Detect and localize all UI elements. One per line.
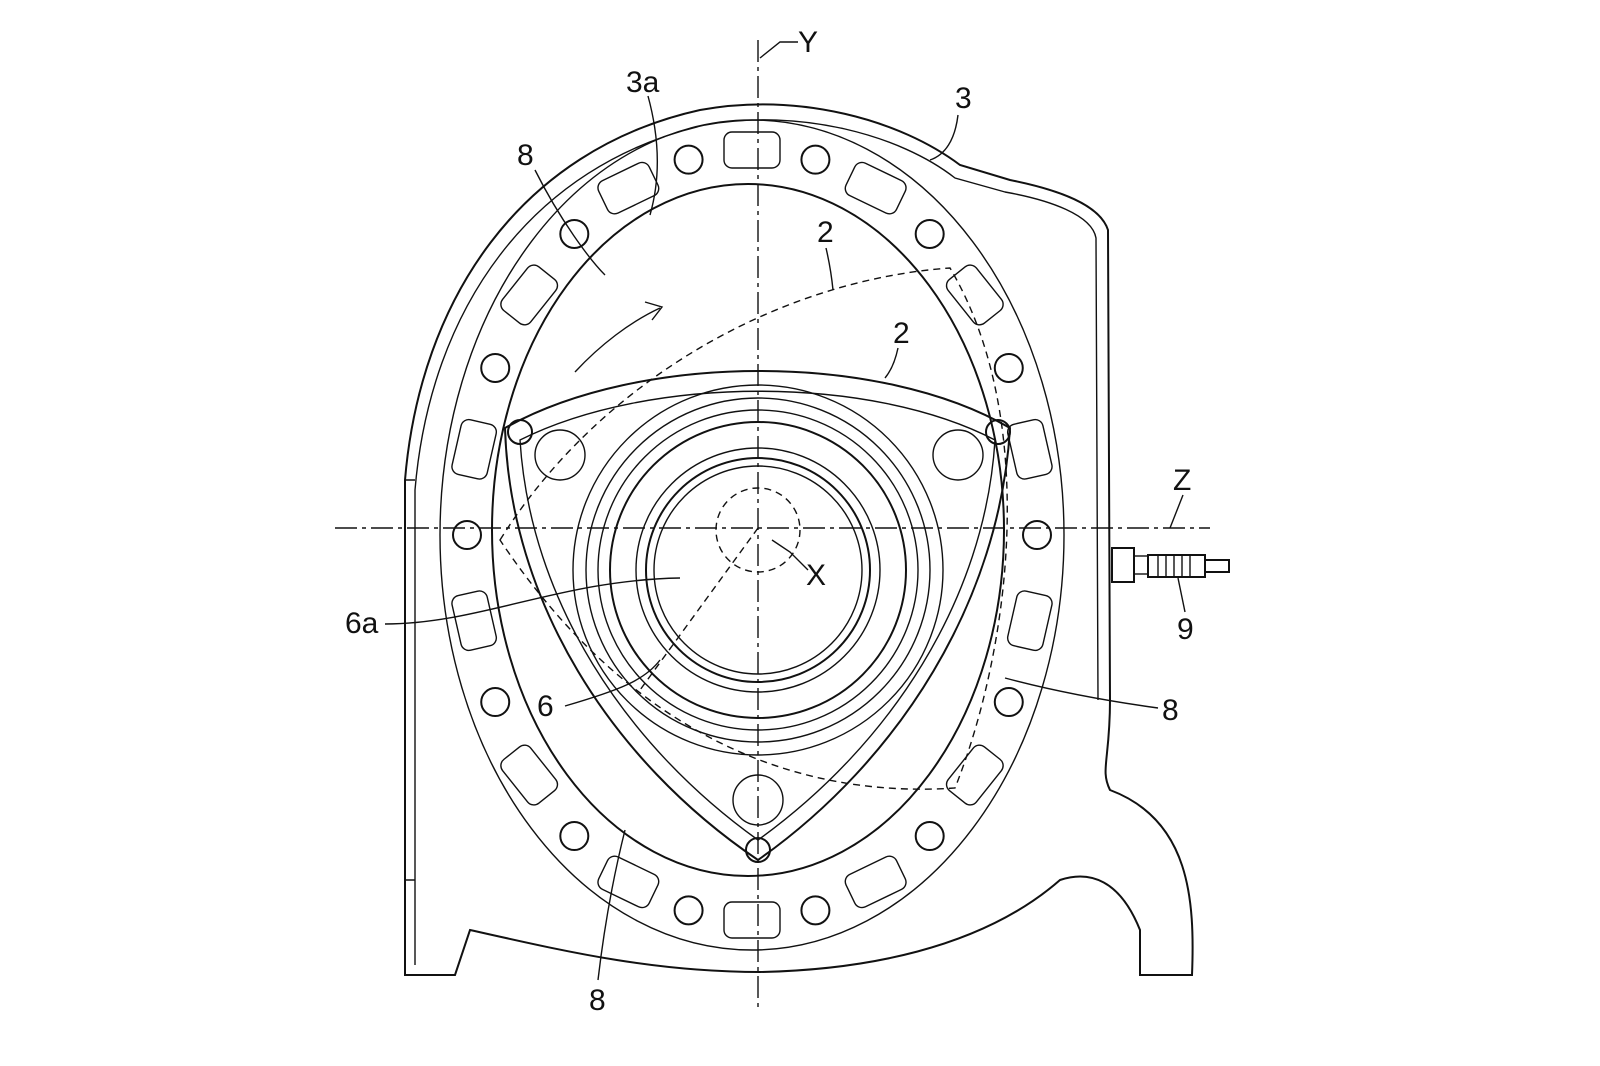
coolant-passage [1006, 418, 1053, 480]
bolt-hole [800, 144, 831, 175]
bolt-hole [452, 520, 482, 550]
rotor-recess [534, 429, 586, 481]
trochoid-surface [491, 183, 1005, 877]
rotation-arrowhead [644, 301, 664, 321]
coolant-passage [844, 855, 907, 909]
bolt-hole [914, 218, 945, 249]
leader-x [771, 539, 809, 571]
rotor-solid [503, 370, 1012, 862]
bolt-hole [1022, 520, 1052, 550]
coolant-passage [597, 161, 660, 215]
apex-seal [507, 419, 533, 445]
label-6a: 6a [345, 607, 379, 640]
coolant-passage [500, 264, 559, 326]
label-6: 6 [537, 690, 554, 723]
label-axis-z: Z [1173, 464, 1191, 497]
leader-2-dashed [825, 247, 834, 291]
bolt-hole [673, 144, 704, 175]
leader-2-solid [884, 347, 899, 379]
leader-8-right [1004, 677, 1159, 709]
bolt-hole [993, 352, 1024, 383]
bolt-hole [480, 687, 511, 718]
label-axis-y: Y [798, 26, 818, 59]
leader-3 [929, 114, 959, 161]
bolt-holes [451, 131, 1053, 939]
leader-8-bottom [597, 829, 626, 981]
axis-x-dashed [639, 527, 759, 691]
label-3: 3 [955, 82, 972, 115]
bolt-hole [559, 821, 590, 852]
label-axis-x: X [806, 559, 826, 592]
leader-6a [384, 577, 681, 625]
water-jacket-ring [439, 119, 1065, 951]
leader-6 [564, 659, 661, 707]
label-8-top: 8 [517, 139, 534, 172]
bolt-hole [673, 895, 704, 926]
coolant-passage [1006, 590, 1053, 652]
leader-9 [1177, 577, 1186, 613]
label-8-right: 8 [1162, 694, 1179, 727]
coolant-passage [723, 131, 781, 169]
label-2-dashed: 2 [817, 216, 834, 249]
coolant-passage [500, 744, 559, 806]
bolt-hole [993, 687, 1024, 718]
bolt-hole [800, 895, 831, 926]
leader-3a [647, 95, 658, 216]
bolt-hole [559, 218, 590, 249]
leader-z [1169, 494, 1184, 529]
eccentric-shaft-6a-inner [653, 465, 863, 675]
coolant-passage [597, 855, 660, 909]
coolant-passage [451, 590, 498, 652]
label-2-solid: 2 [893, 317, 910, 350]
spark-plug [1111, 547, 1230, 583]
apex-seal [985, 419, 1011, 445]
leader-8-top [534, 169, 606, 276]
leader-y [759, 41, 798, 59]
coolant-passage [945, 264, 1004, 326]
rotor-dashed-position [499, 267, 1008, 790]
coolant-passage [451, 418, 498, 480]
side-flange [405, 479, 415, 881]
bolt-hole [480, 352, 511, 383]
rotor-inner-outline [519, 390, 996, 841]
coolant-passage [723, 901, 781, 939]
label-8-bottom: 8 [589, 984, 606, 1017]
coolant-passage [945, 744, 1004, 806]
label-9: 9 [1177, 613, 1194, 646]
coolant-passage [844, 161, 907, 215]
label-3a: 3a [626, 66, 660, 99]
rotation-arrow [574, 307, 661, 373]
rotor-housing-outline [404, 103, 1194, 976]
bolt-hole [914, 821, 945, 852]
rotor-recess [932, 429, 984, 481]
